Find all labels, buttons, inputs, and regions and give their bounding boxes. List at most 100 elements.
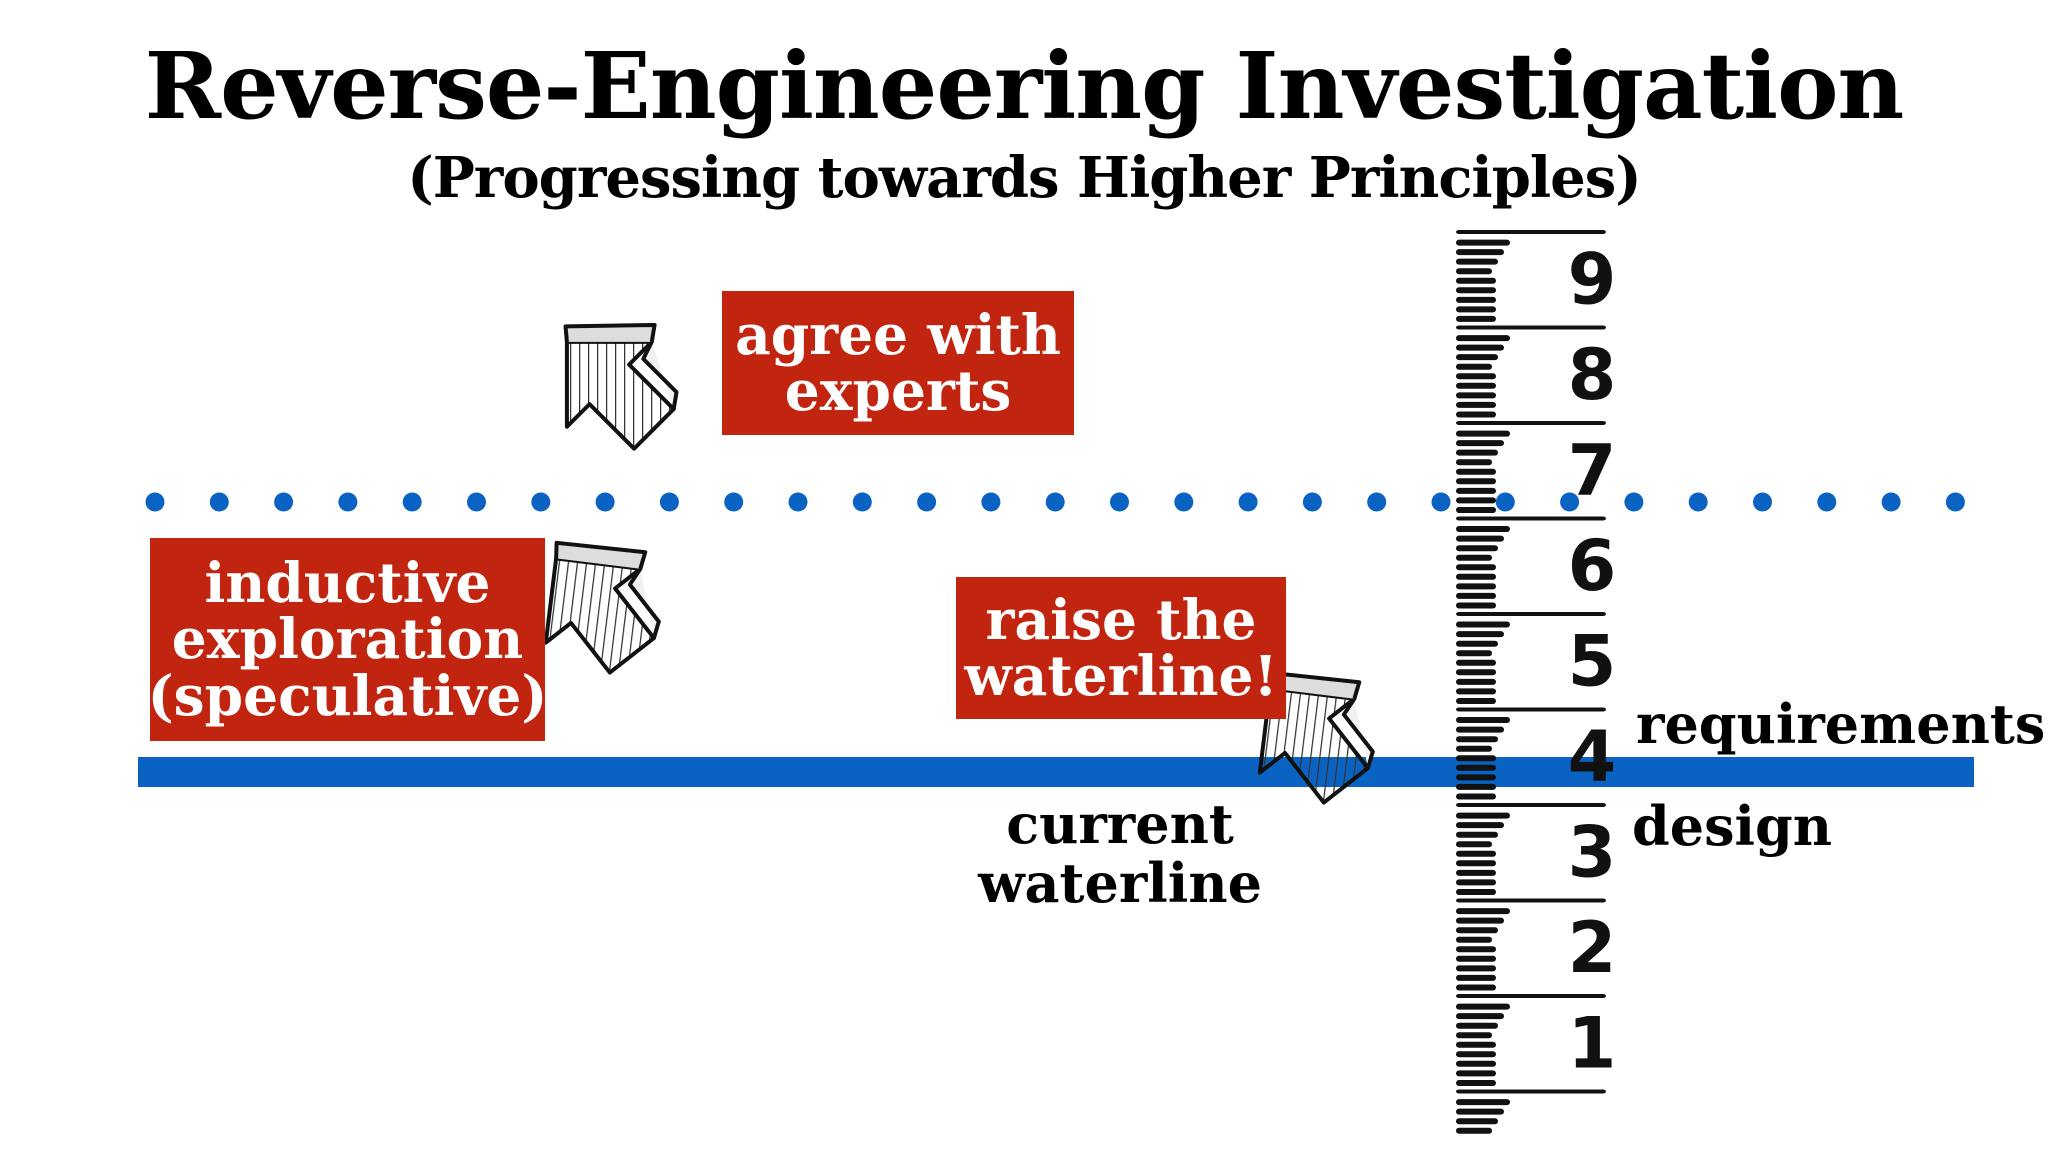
ruler-tick (1456, 573, 1496, 580)
target-dot (338, 492, 358, 512)
raise-the-waterline-box: raise the waterline! (956, 577, 1286, 719)
ruler-tick (1456, 440, 1504, 447)
ruler-number: 3 (1568, 812, 1617, 894)
ruler-tick (1456, 793, 1496, 800)
ruler-tick (1456, 459, 1492, 466)
ruler-tick (1456, 373, 1496, 380)
ruler-number: 6 (1568, 525, 1617, 607)
ruler-tick (1456, 831, 1498, 838)
target-dot (917, 492, 937, 512)
ruler-tick (1456, 535, 1504, 542)
target-dot (1753, 492, 1772, 512)
box-line: waterline! (964, 643, 1278, 708)
ruler-number: 1 (1568, 1003, 1617, 1085)
ruler-tick (1456, 487, 1496, 494)
ruler-tick (1456, 640, 1498, 647)
ruler-tick (1456, 764, 1496, 771)
target-dot (531, 492, 551, 512)
ruler-tick (1456, 822, 1504, 829)
target-dot (1302, 492, 1322, 512)
ruler-tick (1456, 755, 1496, 762)
ruler-tick (1456, 850, 1496, 857)
ruler-tick (1456, 631, 1504, 638)
target-dot (1431, 492, 1451, 512)
ruler-tick (1456, 783, 1496, 790)
ruler-tick (1456, 526, 1510, 532)
ruler-tick (1456, 296, 1496, 303)
ruler-tick (1456, 717, 1510, 723)
ruler-tick (1456, 841, 1492, 848)
box-line: experts (784, 358, 1012, 423)
ruler-tick (1456, 401, 1496, 408)
ruler-tick (1456, 335, 1510, 342)
ruler-tick (1456, 812, 1510, 819)
box-line: inductive (204, 550, 491, 616)
ruler-tick (1456, 994, 1606, 998)
ruler-tick (1456, 869, 1496, 876)
target-dot (1881, 492, 1901, 512)
target-dot (1045, 492, 1065, 512)
target-dot (467, 492, 486, 512)
target-dot (274, 492, 294, 512)
arrow-icon (563, 322, 679, 451)
ruler-tick (1456, 497, 1496, 504)
page-title: Reverse-Engineering Investigation (144, 32, 1905, 140)
ruler-tick (1456, 507, 1496, 513)
arrow-icon (543, 540, 661, 675)
ruler-tick (1456, 1118, 1498, 1125)
target-dot (1624, 492, 1644, 512)
target-dot (402, 492, 422, 512)
ruler-tick (1456, 927, 1498, 934)
ruler-tick (1456, 1003, 1510, 1010)
ruler-tick (1456, 287, 1496, 294)
ruler-tick (1456, 707, 1606, 712)
ruler-number: 7 (1568, 430, 1617, 512)
ruler-tick (1456, 564, 1496, 571)
target-dot (1817, 492, 1837, 512)
ruler-tick (1456, 965, 1496, 972)
ruler-tick (1456, 230, 1606, 234)
ruler-tick (1456, 554, 1492, 561)
ruler-tick (1456, 1070, 1496, 1077)
target-dot (1945, 492, 1965, 512)
ruler-tick (1456, 974, 1496, 981)
target-dot (1560, 492, 1580, 512)
ruler-tick (1456, 1108, 1504, 1115)
ruler-tick (1456, 936, 1492, 943)
ruler-tick (1456, 726, 1504, 733)
target-dot (209, 492, 229, 512)
ruler-tick (1456, 239, 1510, 246)
ruler-tick (1456, 602, 1496, 609)
ruler-number: 4 (1568, 716, 1617, 798)
ruler-tick (1456, 1127, 1492, 1134)
ruler-tick (1456, 1041, 1496, 1048)
ruler-tick (1456, 449, 1498, 456)
ruler-tick (1456, 946, 1496, 953)
ruler-tick (1456, 583, 1496, 590)
ruler-tick (1456, 908, 1510, 915)
target-dot (659, 492, 679, 512)
page-subtitle: (Progressing towards Higher Principles) (407, 145, 1642, 211)
ruler-tick (1456, 678, 1496, 685)
target-dot (1238, 492, 1258, 512)
ruler-tick (1456, 898, 1606, 903)
target-dot (788, 492, 808, 512)
ruler-tick (1456, 545, 1498, 552)
ruler-tick (1456, 258, 1498, 265)
inductive-exploration-box: inductive exploration (speculative) (147, 538, 548, 741)
ruler-tick (1456, 344, 1504, 351)
ruler-tick (1456, 363, 1492, 370)
ruler-tick (1456, 268, 1492, 275)
ruler-tick (1456, 325, 1606, 330)
box-line: exploration (171, 606, 524, 672)
ruler-tick (1456, 984, 1496, 991)
ruler-number: 9 (1568, 239, 1617, 321)
ruler-tick (1456, 249, 1504, 256)
requirements-label: requirements (1636, 692, 2046, 756)
ruler-tick (1456, 468, 1496, 475)
target-dot (1688, 492, 1708, 512)
box-line: (speculative) (147, 662, 548, 728)
ruler-number: 8 (1568, 334, 1617, 416)
ruler-tick (1456, 1099, 1510, 1106)
target-dot (852, 492, 872, 512)
